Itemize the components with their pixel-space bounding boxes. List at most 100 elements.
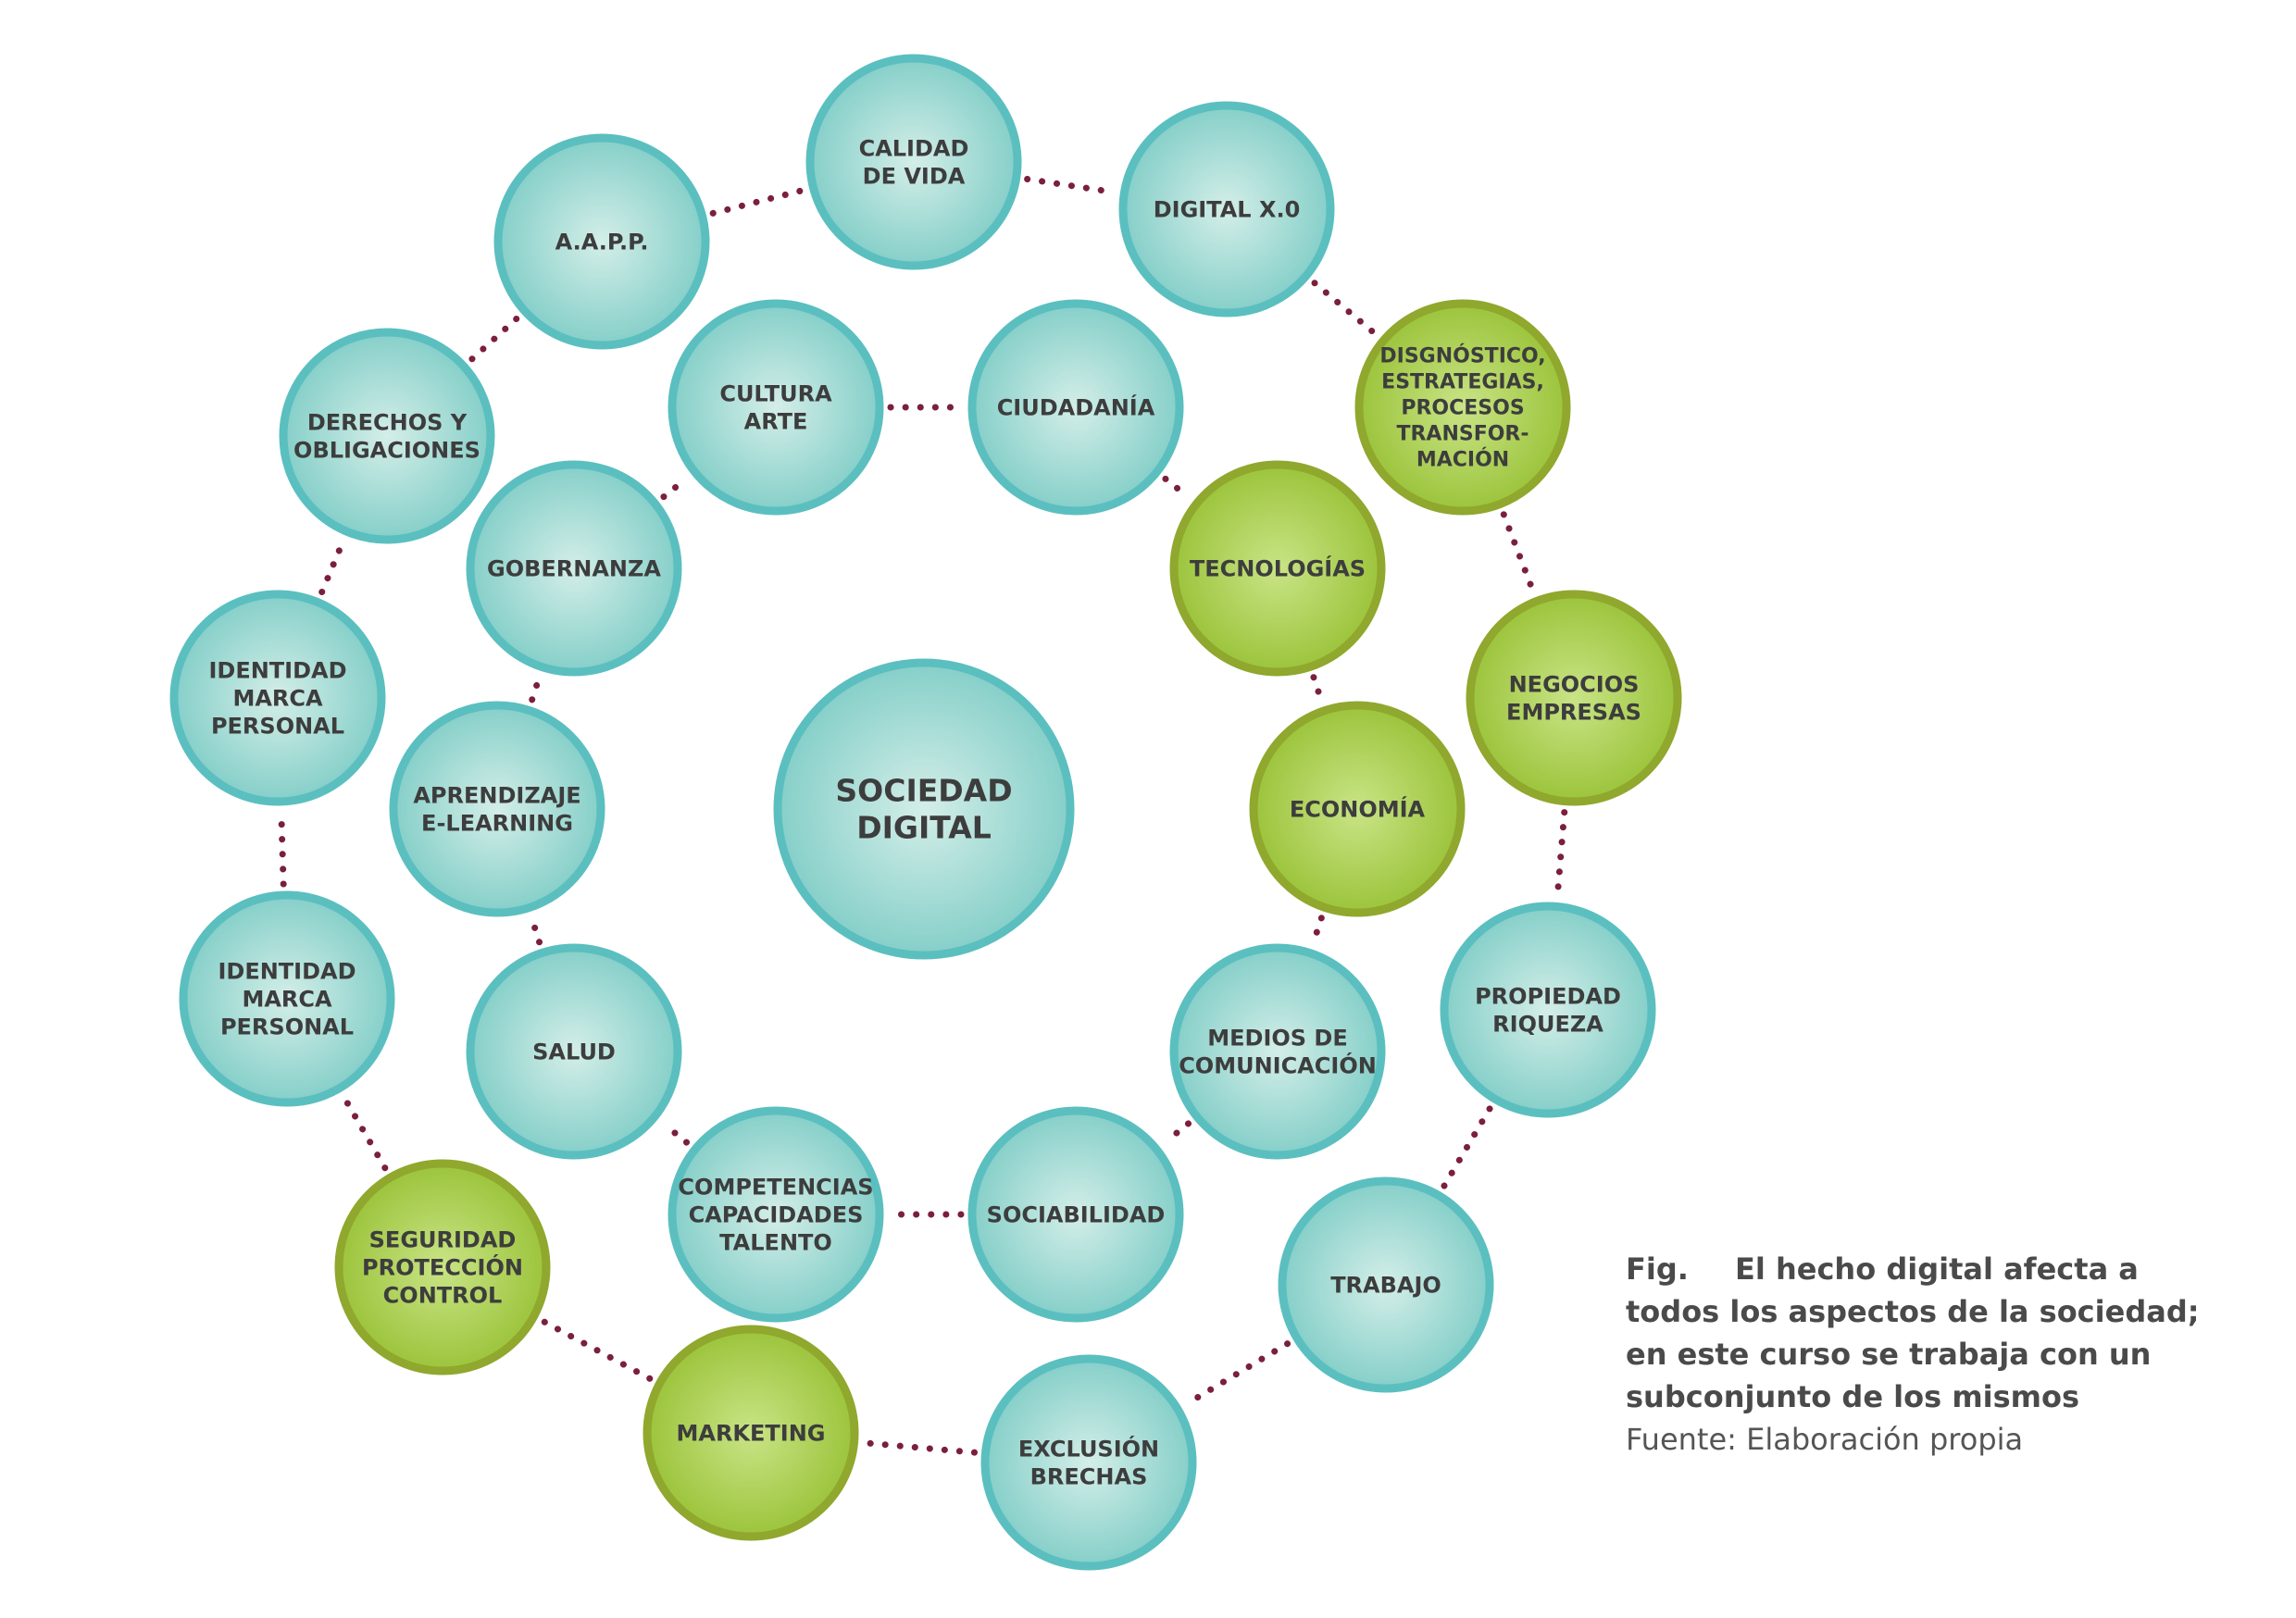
node-circle-ciudadania (967, 299, 1184, 516)
node-circle-competencias (668, 1106, 884, 1323)
node-label-line: MARCA (232, 685, 323, 711)
node-label-line: SOCIEDAD (835, 773, 1012, 809)
inner-ring-connector (1310, 674, 1325, 703)
node-label-line: COMPETENCIAS (678, 1174, 873, 1200)
node-circle-gobernanza (466, 460, 682, 677)
node-label-line: DE VIDA (863, 163, 966, 189)
outer-ring-connector (1441, 1105, 1493, 1189)
node-label-sociabilidad: SOCIABILIDAD (987, 1201, 1166, 1227)
node-circle-identidad-1 (169, 590, 386, 806)
caption-title: Fig. El hecho digital afecta a todos los … (1626, 1248, 2218, 1418)
node-circle-cultura (668, 299, 884, 516)
inner-ring-connector (528, 915, 543, 946)
node-label-tecnologias: TECNOLOGÍAS (1190, 554, 1366, 581)
node-aapp: A.A.P.P. (493, 133, 710, 350)
node-label-line: CONTROL (383, 1282, 503, 1308)
node-circle-marketing (643, 1325, 859, 1541)
node-label-line: IDENTIDAD (218, 958, 356, 984)
node-label-line: DIGITAL X.0 (1154, 196, 1301, 222)
node-label-line: E-LEARNING (421, 810, 573, 836)
node-circle-seguridad (334, 1159, 551, 1375)
caption-title-line-1: El hecho digital afecta a (1735, 1251, 2139, 1287)
node-circle-tecnologias (1169, 460, 1386, 677)
outer-ring-connector (468, 315, 520, 363)
outer-ring-connector (709, 187, 806, 217)
node-trabajo: TRABAJO (1278, 1176, 1494, 1393)
node-label-line: PROTECCIÓN (362, 1252, 523, 1280)
inner-ring-connector (1162, 475, 1192, 501)
node-label-line: NEGOCIOS (1509, 671, 1640, 697)
outer-ring-connector (1311, 280, 1379, 337)
node-circle-medios (1169, 943, 1386, 1160)
node-label-line: TECNOLOGÍAS (1190, 554, 1366, 581)
outer-ring-connector (1024, 176, 1117, 195)
node-circle-trabajo (1278, 1176, 1494, 1393)
inner-ring-connector (529, 674, 543, 703)
node-circle-calidad (805, 54, 1022, 270)
node-label-digital-x0: DIGITAL X.0 (1154, 196, 1301, 222)
caption-fig-label: Fig. (1626, 1251, 1689, 1287)
caption-source: Fuente: Elaboración propia (1626, 1422, 2024, 1457)
inner-ring-connector (1161, 1120, 1192, 1146)
node-label-line: OBLIGACIONES (293, 437, 480, 463)
node-label-economia: ECONOMÍA (1290, 795, 1426, 822)
node-circle-aapp (493, 133, 710, 350)
node-label-line: APRENDIZAJE (413, 782, 580, 808)
node-tecnologias: TECNOLOGÍAS (1169, 460, 1386, 677)
node-label-line: EXCLUSIÓN (1018, 1434, 1159, 1462)
node-label-line: CALIDAD (859, 135, 969, 161)
node-label-gobernanza: GOBERNANZA (487, 555, 661, 581)
node-label-line: ECONOMÍA (1290, 795, 1426, 822)
node-circle-economia (1249, 701, 1466, 917)
node-circle-identidad-2 (179, 890, 395, 1107)
node-gobernanza: GOBERNANZA (466, 460, 682, 677)
node-salud: SALUD (466, 943, 682, 1160)
node-label-line: GOBERNANZA (487, 555, 661, 581)
node-label-line: PROCESOS (1401, 397, 1524, 420)
node-label-line: TALENTO (719, 1229, 832, 1255)
node-circle-exclusion (980, 1354, 1197, 1571)
caption-title-line-3: en este curso se trabaja con un (1626, 1337, 2152, 1372)
inner-ring-connector (1310, 915, 1325, 946)
node-label-line: DERECHOS Y (307, 409, 468, 435)
figure-caption: Fig. El hecho digital afecta a todos los … (1626, 1248, 2218, 1461)
node-circle-disgnostico (1354, 299, 1571, 516)
node-circle-salud (466, 943, 682, 1160)
node-digital-x0: DIGITAL X.0 (1118, 101, 1335, 317)
node-economia: ECONOMÍA (1249, 701, 1466, 917)
node-circle-propiedad (1440, 902, 1656, 1118)
node-label-aapp: A.A.P.P. (555, 229, 649, 255)
node-label-line: ARTE (744, 408, 808, 434)
node-label-line: BRECHAS (1030, 1463, 1148, 1489)
node-label-line: DISGNÓSTICO, (1379, 344, 1545, 368)
node-circle-negocios (1466, 590, 1682, 806)
node-label-salud: SALUD (532, 1039, 616, 1064)
outer-ring-connector (341, 1094, 389, 1172)
node-sociabilidad: SOCIABILIDAD (967, 1106, 1184, 1323)
node-label-line: IDENTIDAD (208, 657, 346, 683)
caption-title-line-2: todos los aspectos de la sociedad; (1626, 1294, 2200, 1329)
